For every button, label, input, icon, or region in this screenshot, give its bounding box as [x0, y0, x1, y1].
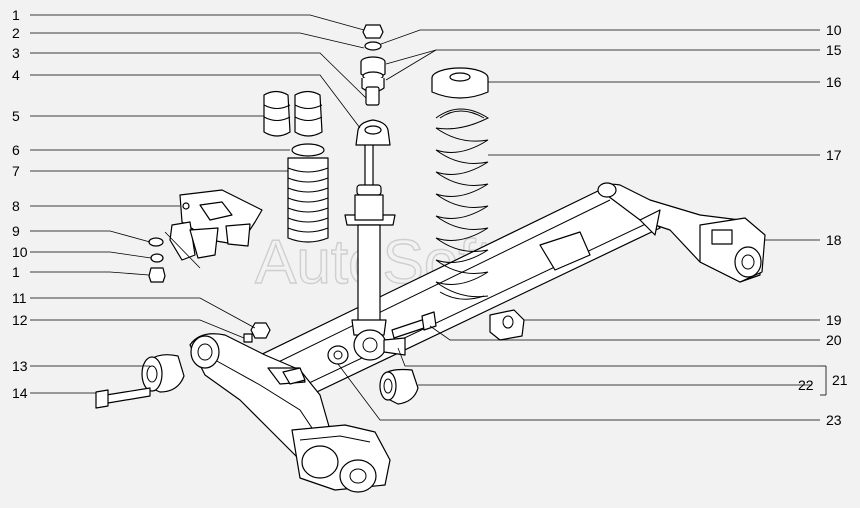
callouts-right: 10 15 16 17 18 19 20 21 22 23 [798, 22, 848, 428]
callout-5: 5 [12, 108, 20, 124]
callout-10-right: 10 [826, 22, 842, 38]
compression-buffers [263, 90, 323, 137]
callout-20: 20 [826, 332, 842, 348]
rear-axle-beam [189, 182, 766, 493]
callout-2: 2 [12, 25, 20, 41]
callout-23: 23 [826, 412, 842, 428]
callout-4: 4 [12, 67, 20, 83]
callout-19: 19 [826, 312, 842, 328]
callout-1-lower: 1 [12, 264, 20, 280]
callout-7: 7 [12, 163, 20, 179]
callout-17: 17 [826, 147, 842, 163]
callouts-left: 1 2 3 4 5 6 7 8 9 10 1 11 12 13 14 [12, 7, 28, 401]
callout-18: 18 [826, 232, 842, 248]
callout-8: 8 [12, 198, 20, 214]
mounting-bracket [148, 189, 263, 283]
callout-9: 9 [12, 223, 20, 239]
protective-boot [287, 143, 329, 243]
top-mount-parts [355, 24, 391, 146]
coil-spring [431, 67, 490, 300]
callout-3: 3 [12, 45, 20, 61]
callout-13: 13 [12, 358, 28, 374]
shock-absorber [344, 139, 406, 361]
leader-lines [30, 14, 827, 421]
callout-16: 16 [826, 74, 842, 90]
callout-6: 6 [12, 142, 20, 158]
callout-11: 11 [12, 290, 27, 306]
callout-21: 21 [832, 372, 848, 388]
callout-22: 22 [798, 377, 814, 393]
callout-12: 12 [12, 312, 28, 328]
callout-1: 1 [12, 7, 20, 23]
callout-14: 14 [12, 385, 28, 401]
callout-15: 15 [826, 42, 842, 58]
small-parts [95, 309, 525, 409]
callout-10-left: 10 [12, 244, 28, 260]
